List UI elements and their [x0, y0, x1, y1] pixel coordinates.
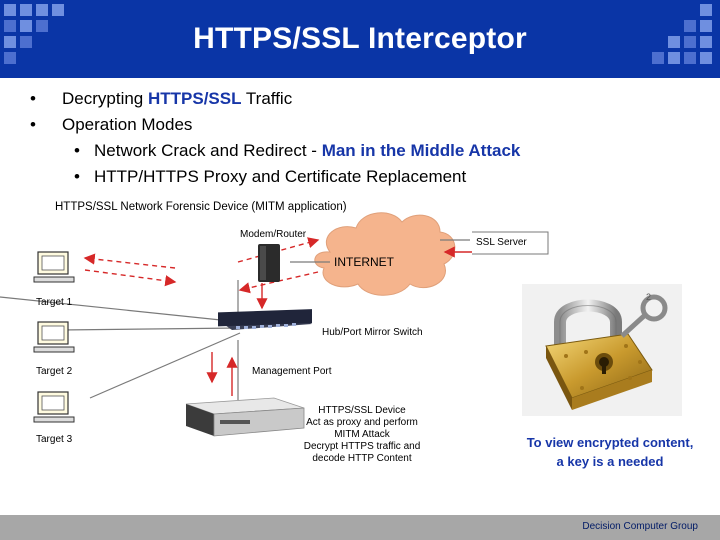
device-desc-line: HTTPS/SSL Device [318, 405, 406, 416]
sub-bullet-item: • Network Crack and Redirect - Man in th… [30, 138, 520, 164]
bullet-text: HTTP/HTTPS Proxy and Certificate Replace… [94, 167, 467, 186]
decor-square [36, 4, 48, 16]
bullet-glyph: • [30, 89, 36, 108]
internet-label: INTERNET [334, 255, 394, 269]
lock-caption: To view encrypted content, a key is a ne… [500, 433, 720, 471]
arrow-from-target1 [84, 269, 177, 287]
network-links [0, 239, 470, 400]
router-icon [258, 244, 280, 282]
device-desc-line: Act as proxy and perform [306, 417, 418, 428]
link-target2-switch [59, 327, 241, 331]
decor-square [700, 52, 712, 64]
slide-footer: Decision Computer Group [0, 515, 720, 540]
management-port-label: Management Port [252, 366, 332, 377]
padlock-icon [522, 284, 682, 416]
lock-caption-line: To view encrypted content, [526, 435, 694, 450]
server-icon [185, 397, 305, 437]
decor-square [4, 52, 16, 64]
decor-square [4, 4, 16, 16]
device-description: HTTPS/SSL Device Act as proxy and perfor… [298, 405, 426, 465]
bullet-glyph: • [74, 141, 80, 160]
decor-square [668, 52, 680, 64]
decor-square [684, 20, 696, 32]
link-target3-switch [89, 332, 241, 399]
device-desc-line: decode HTTP Content [312, 453, 412, 464]
target3-label: Target 3 [36, 434, 73, 445]
decor-square [684, 52, 696, 64]
target2-label: Target 2 [36, 366, 73, 377]
svg-text:2: 2 [646, 292, 651, 302]
target1-label: Target 1 [36, 297, 73, 308]
bullet-item: • Decrypting HTTPS/SSL Traffic [30, 86, 520, 112]
device-desc-line: MITM Attack [334, 429, 390, 440]
decor-square [684, 36, 696, 48]
cloud-icon [314, 212, 456, 296]
decor-square [36, 20, 48, 32]
switch-icon [218, 309, 312, 330]
decor-square [652, 52, 664, 64]
decor-square [700, 20, 712, 32]
bullet-list: • Decrypting HTTPS/SSL Traffic • Operati… [30, 86, 520, 190]
modem-router-label: Modem/Router [240, 229, 307, 240]
computer-icon [33, 251, 75, 283]
decor-square [700, 36, 712, 48]
bullet-text: Traffic [241, 89, 293, 108]
sub-bullet-item: • HTTP/HTTPS Proxy and Certificate Repla… [30, 164, 520, 190]
bullet-text: Decrypting [62, 89, 148, 108]
decor-square [20, 36, 32, 48]
switch-label: Hub/Port Mirror Switch [322, 327, 423, 338]
bullet-text: Network Crack and Redirect - [94, 141, 322, 160]
diagram-title: HTTPS/SSL Network Forensic Device (MITM … [55, 201, 347, 213]
arrow-router-internet [237, 237, 320, 263]
bullet-glyph: • [74, 167, 80, 186]
computer-icon [33, 391, 75, 423]
lock-caption-line: a key is a needed [556, 454, 664, 469]
decor-square [4, 20, 16, 32]
decor-square [700, 4, 712, 16]
slide-header: HTTPS/SSL Interceptor [0, 0, 720, 78]
decor-square [20, 4, 32, 16]
decor-square [668, 36, 680, 48]
decor-square [52, 4, 64, 16]
computer-icon [33, 321, 75, 353]
arrow-to-target1 [83, 253, 176, 269]
bullet-glyph: • [30, 115, 36, 134]
decor-square [20, 20, 32, 32]
ssl-server-box [472, 231, 549, 255]
key-icon: 2 [620, 292, 668, 338]
device-desc-line: Decrypt HTTPS traffic and [303, 441, 421, 452]
bullet-text: Operation Modes [62, 115, 193, 134]
bullet-item: • Operation Modes [30, 112, 520, 138]
slide-title: HTTPS/SSL Interceptor [193, 22, 527, 55]
link-target1-switch [0, 296, 241, 323]
decor-square [4, 36, 16, 48]
footer-company: Decision Computer Group [582, 521, 698, 532]
bullet-highlight: HTTPS/SSL [147, 89, 242, 108]
ssl-server-label: SSL Server [476, 237, 527, 248]
bullet-highlight: Man in the Middle Attack [321, 141, 521, 160]
